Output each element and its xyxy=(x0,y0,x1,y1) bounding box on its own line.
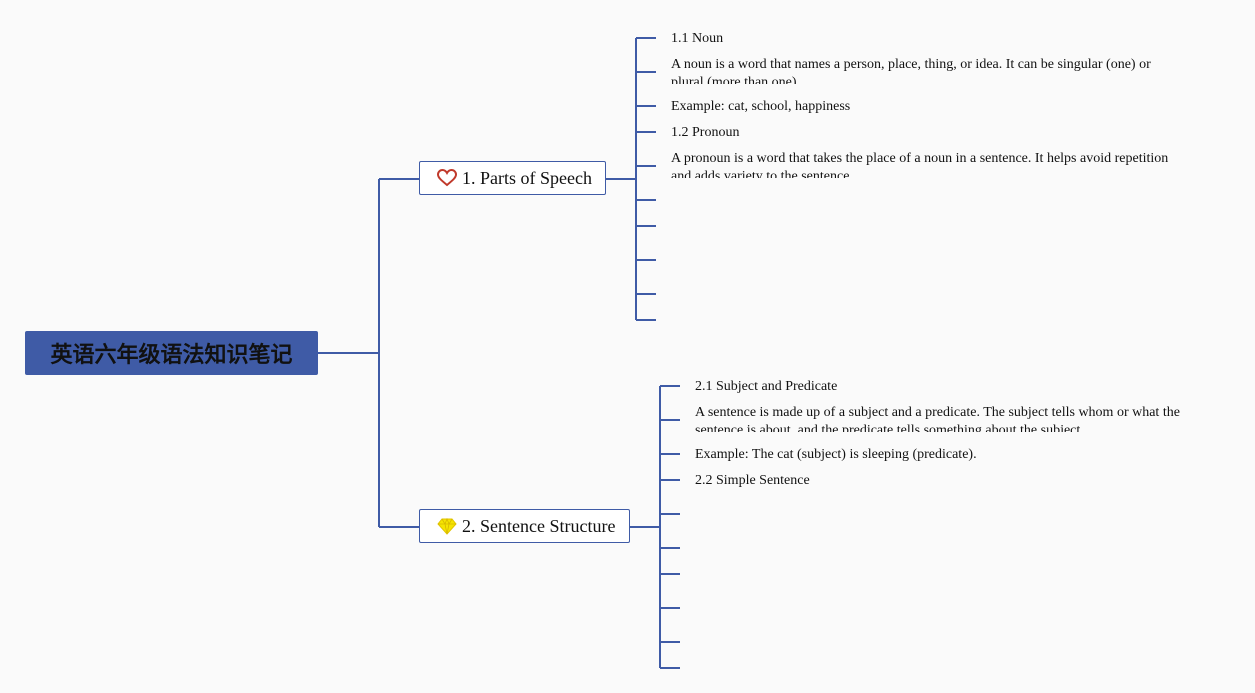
root-topic[interactable]: 英语六年级语法知识笔记 xyxy=(25,331,318,375)
heart-icon xyxy=(436,167,458,189)
leaf-subject-predicate-heading[interactable]: 2.1 Subject and Predicate xyxy=(695,379,838,394)
diamond-icon xyxy=(436,515,458,537)
leaf-noun-example[interactable]: Example: cat, school, happiness xyxy=(671,99,851,114)
leaf-simple-sentence-heading[interactable]: 2.2 Simple Sentence xyxy=(695,473,810,488)
leaf-noun-heading[interactable]: 1.1 Noun xyxy=(671,31,724,46)
leaf-pronoun-heading[interactable]: 1.2 Pronoun xyxy=(671,125,740,140)
branch-label: 1. Parts of Speech xyxy=(462,167,592,188)
leaf-noun-definition[interactable]: A noun is a word that names a person, pl… xyxy=(671,57,1151,84)
branch-label: 2. Sentence Structure xyxy=(462,515,616,536)
leaf-subject-predicate-example[interactable]: Example: The cat (subject) is sleeping (… xyxy=(695,447,977,462)
leaf-pronoun-definition[interactable]: A pronoun is a word that takes the place… xyxy=(671,151,1169,178)
branch-parts-of-speech[interactable]: 1. Parts of Speech xyxy=(419,161,606,195)
branch-sentence-structure[interactable]: 2. Sentence Structure xyxy=(419,509,630,543)
leaf-subject-predicate-definition[interactable]: A sentence is made up of a subject and a… xyxy=(695,405,1180,432)
root-title: 英语六年级语法知识笔记 xyxy=(50,343,293,368)
